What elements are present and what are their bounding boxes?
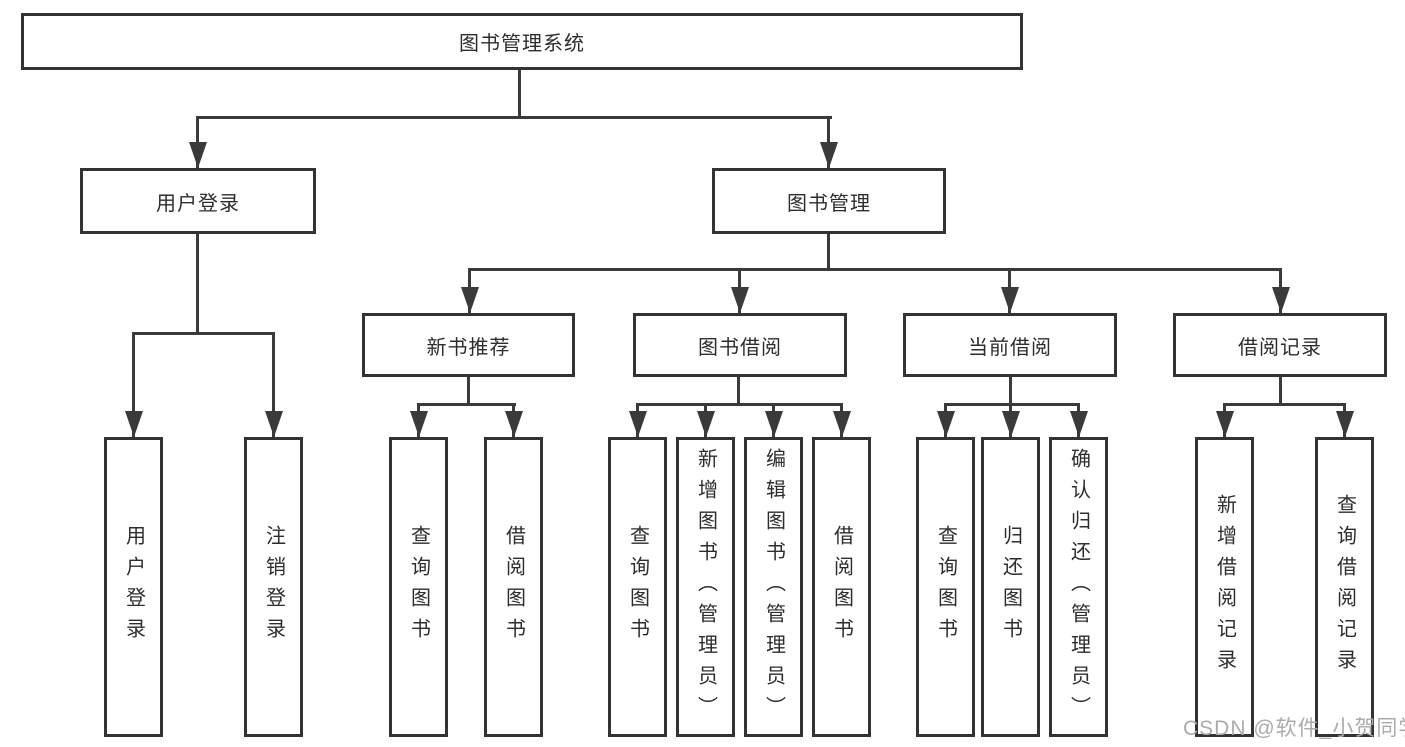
connector-line [196, 116, 832, 119]
arrowhead-down-icon [1272, 287, 1290, 313]
arrowhead-down-icon [1216, 411, 1234, 437]
csdn-watermark: CSDN @软件_小贺同学 [1183, 717, 1405, 740]
arrowhead-down-icon [937, 411, 955, 437]
leaf-borrowing-add-books-admin: 新增图书（管理员） [676, 437, 735, 737]
node-root-label: 图书管理系统 [459, 33, 585, 55]
node-book-management-label: 图书管理 [787, 192, 871, 215]
arrowhead-down-icon [265, 411, 283, 437]
node-user-login-label: 用户登录 [156, 192, 240, 215]
connector-line [737, 376, 740, 406]
node-new-book-recommendation: 新书推荐 [362, 313, 575, 377]
leaf-borrowing-query-books: 查询图书 [608, 437, 667, 737]
leaf-records-query-record: 查询借阅记录 [1315, 437, 1374, 737]
leaf-logout: 注销登录 [244, 437, 303, 737]
node-root-book-management-system: 图书管理系统 [21, 13, 1023, 70]
arrowhead-down-icon [629, 411, 647, 437]
leaf-current-return-books-label: 归还图书 [999, 525, 1022, 649]
arrowhead-down-icon [410, 411, 428, 437]
connector-line [518, 70, 521, 119]
arrowhead-down-icon [820, 142, 838, 168]
arrowhead-down-icon [125, 411, 143, 437]
leaf-logout-label: 注销登录 [262, 525, 285, 649]
connector-line [1223, 403, 1346, 406]
node-book-management: 图书管理 [712, 168, 946, 234]
connector-line [1009, 376, 1012, 406]
connector-line [1279, 376, 1282, 406]
leaf-user-login-label: 用户登录 [122, 525, 145, 649]
leaf-newbook-query-books-label: 查询图书 [407, 525, 430, 649]
leaf-borrowing-add-books-admin-label: 新增图书（管理员） [694, 447, 717, 727]
leaf-current-confirm-return-admin: 确认归还（管理员） [1049, 437, 1108, 737]
leaf-records-query-record-label: 查询借阅记录 [1333, 494, 1356, 680]
connector-line [636, 403, 843, 406]
node-book-borrowing: 图书借阅 [633, 313, 847, 377]
leaf-borrowing-borrow-books: 借阅图书 [812, 437, 871, 737]
connector-line [132, 332, 275, 335]
node-book-borrowing-label: 图书借阅 [698, 336, 782, 359]
node-new-book-recommendation-label: 新书推荐 [426, 336, 511, 359]
connector-line [196, 234, 199, 335]
arrowhead-down-icon [833, 411, 851, 437]
node-current-borrowing-label: 当前借阅 [968, 336, 1052, 359]
arrowhead-down-icon [1070, 411, 1088, 437]
leaf-newbook-borrow-books-label: 借阅图书 [502, 525, 525, 649]
connector-line [827, 234, 830, 271]
node-current-borrowing: 当前借阅 [903, 313, 1117, 377]
arrowhead-down-icon [1002, 411, 1020, 437]
connector-line [132, 332, 135, 437]
node-borrowing-records: 借阅记录 [1173, 313, 1387, 377]
arrowhead-down-icon [1336, 411, 1354, 437]
leaf-borrowing-edit-books-admin-label: 编辑图书（管理员） [762, 447, 785, 727]
node-borrowing-records-label: 借阅记录 [1238, 336, 1322, 359]
leaf-current-query-books: 查询图书 [916, 437, 975, 737]
arrowhead-down-icon [505, 411, 523, 437]
leaf-borrowing-borrow-books-label: 借阅图书 [830, 525, 853, 649]
leaf-user-login: 用户登录 [104, 437, 163, 737]
connector-line [467, 376, 470, 406]
connector-line [272, 332, 275, 437]
leaf-newbook-borrow-books: 借阅图书 [484, 437, 543, 737]
arrowhead-down-icon [697, 411, 715, 437]
connector-line [944, 403, 1080, 406]
leaf-borrowing-query-books-label: 查询图书 [626, 525, 649, 649]
node-user-login: 用户登录 [80, 168, 316, 234]
arrowhead-down-icon [189, 142, 207, 168]
arrowhead-down-icon [765, 411, 783, 437]
leaf-current-query-books-label: 查询图书 [934, 525, 957, 649]
connector-line [417, 403, 516, 406]
leaf-current-confirm-return-admin-label: 确认归还（管理员） [1067, 447, 1090, 727]
leaf-records-add-record: 新增借阅记录 [1195, 437, 1254, 737]
leaf-current-return-books: 归还图书 [981, 437, 1040, 737]
arrowhead-down-icon [461, 287, 479, 313]
leaf-records-add-record-label: 新增借阅记录 [1213, 494, 1236, 680]
arrowhead-down-icon [1001, 287, 1019, 313]
leaf-borrowing-edit-books-admin: 编辑图书（管理员） [744, 437, 803, 737]
arrowhead-down-icon [731, 287, 749, 313]
connector-line [468, 268, 1282, 271]
leaf-newbook-query-books: 查询图书 [389, 437, 448, 737]
